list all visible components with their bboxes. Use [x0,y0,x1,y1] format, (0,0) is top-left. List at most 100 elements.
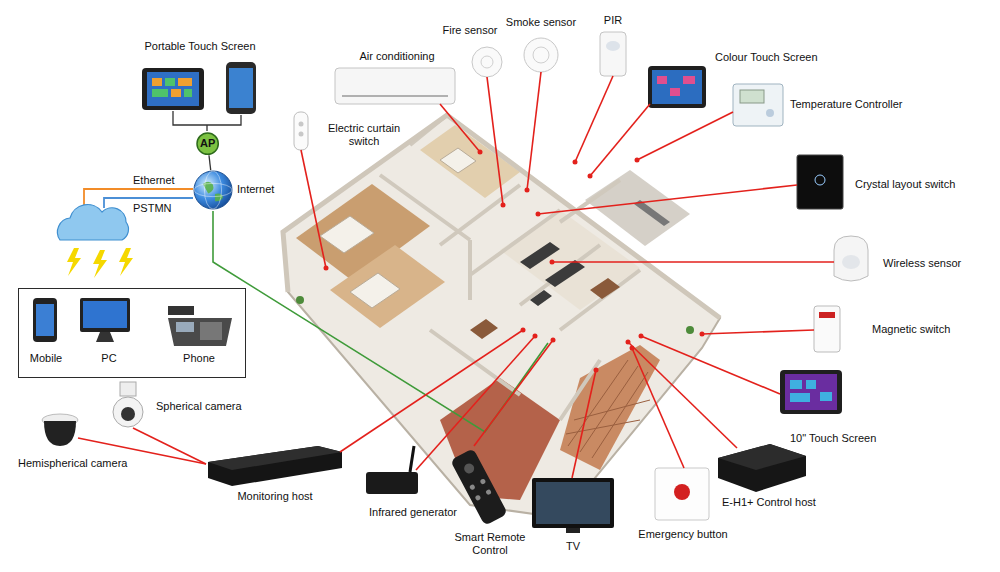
wall-tablet-tiles [790,380,832,402]
desk-phone-handset [168,306,194,315]
globe-parallel [194,183,232,196]
leader-dots [324,150,705,373]
pir-sensor [600,32,626,76]
leader-line [628,342,737,448]
leader-dot [630,346,635,351]
leader-dot [525,188,530,193]
mobile-body [33,298,57,342]
globe-body [194,171,232,209]
leader-dot [533,334,538,339]
leader-dot [700,332,705,337]
device-label: 10" Touch Screen [790,432,876,445]
leader-line [133,428,206,464]
device-label: Fire sensor [442,24,497,37]
device-label: Electric curtain switch [324,122,404,148]
access-point-circle: AP [196,132,219,155]
kitchen-floor [585,170,690,246]
smart-remote-button [475,494,482,501]
phone-body [226,62,256,114]
house-plan [283,115,720,518]
link-label: Ethernet [133,174,175,187]
leader-dot [588,174,593,179]
network-links [57,189,548,432]
leader-dot [478,150,483,155]
curtain-remote-button [299,132,304,137]
device-label: Smart Remote Control [448,531,532,557]
portable-touch-screens [142,62,256,131]
device-label: Crystal layout switch [855,178,955,191]
device-label: Wireless sensor [883,257,961,270]
monitoring-host [208,446,342,486]
client-devices [33,298,232,346]
tv-stand [566,528,580,533]
air-conditioner-vent [342,95,448,97]
infrared-generator [366,472,418,494]
smoke-sensor-core [533,47,549,63]
leader-dot [521,328,526,333]
leader-line [632,348,684,468]
tv-screen [536,482,610,524]
emergency-button-red [674,484,690,500]
leader-line [702,330,814,334]
node-label: AP [200,137,215,150]
beds [320,148,476,308]
node-label: Internet [237,183,274,196]
leader-dot [536,212,541,217]
device-label: Temperature Controller [790,98,903,111]
wall-tablet [780,370,842,414]
leader-dot [501,203,506,208]
device-label: Air conditioning [359,50,434,63]
monitoring-host-top [208,446,342,470]
control-host [718,444,806,492]
device-label: Monitoring host [237,490,312,503]
crystal-switch [797,155,843,209]
node-label: Phone [183,352,215,365]
pc-screen [83,301,127,328]
lightning-bolt [93,250,107,278]
leader-line [590,104,650,176]
ap-bracket [173,111,241,131]
lightning-bolt [67,248,81,276]
colour-touch-screen [648,66,706,108]
house-floor [283,115,720,518]
smart-remote-button [480,478,487,485]
globe-meridian [204,171,221,209]
leader-line [416,336,535,470]
tablet-tiles [152,78,192,97]
smart-remote-button [485,489,492,496]
leader-dot [594,368,599,373]
device-label: Magnetic switch [872,323,950,336]
colour-touch-screen-tiles [657,76,695,96]
air-conditioner [335,68,455,104]
leader-dot [635,158,640,163]
spherical-camera-mount [120,382,136,396]
node-label: PC [101,352,116,365]
leader-line [552,261,834,263]
spherical-camera-dome [113,397,143,427]
kitchen-counter [634,200,670,226]
curtain-remote-button [299,122,304,127]
leader-line [538,185,797,214]
internet-to-home-line [213,211,548,432]
leader-line [572,370,596,478]
leader-line [487,77,503,205]
device-label: PIR [604,14,622,27]
leader-line [474,340,553,446]
client-device-box: MobilePCPhone [18,288,246,378]
internet-globe: Internet [193,170,233,210]
sofas [520,242,585,306]
pc-monitor [80,298,130,332]
curtain-remote [294,112,308,150]
device-label: Spherical camera [156,400,242,413]
infrared-antenna [410,446,414,472]
wall-tablet-screen [785,374,837,410]
temperature-knob [766,109,774,117]
leader-line [440,104,480,152]
smart-remote-button [462,462,476,476]
globe-shape [193,170,233,210]
mobile-screen [36,304,54,336]
